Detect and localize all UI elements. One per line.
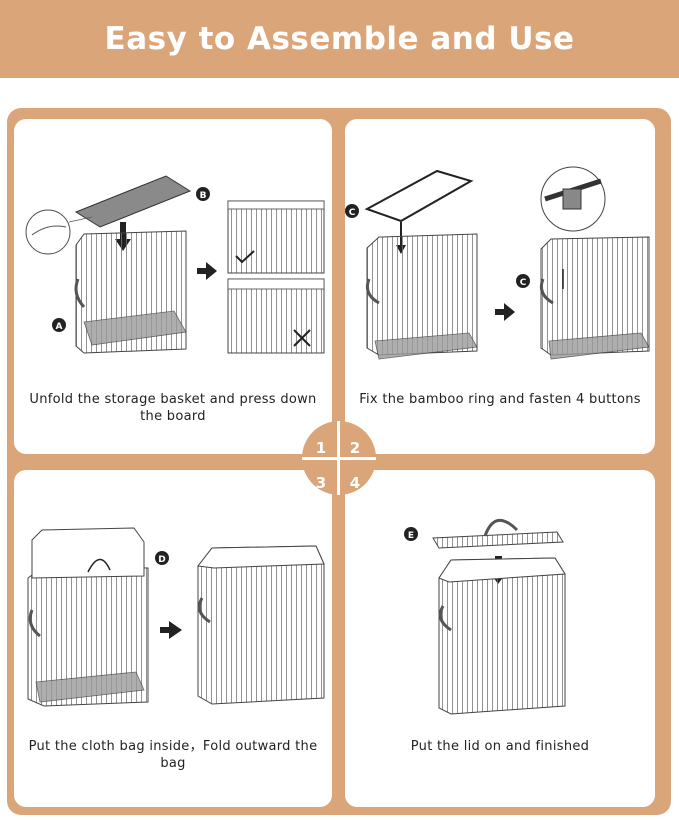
svg-text:A: A <box>56 322 63 332</box>
step-4-illustration: E <box>404 519 566 715</box>
header-banner: Easy to Assemble and Use <box>0 0 679 78</box>
label-badge-e: E <box>404 527 418 541</box>
step-3-panel: D Put the cloth bag inside，Fold outward … <box>14 470 332 807</box>
basket <box>74 230 187 354</box>
svg-text:C: C <box>520 278 527 288</box>
page-title: Easy to Assemble and Use <box>104 21 575 57</box>
svg-text:D: D <box>158 555 165 565</box>
basket-with-bag <box>27 527 149 707</box>
basket-finished <box>197 545 325 705</box>
label-badge-d: D <box>155 551 169 565</box>
label-badge-a: A <box>52 318 66 332</box>
badge-divider-vertical <box>337 421 340 495</box>
right-arrow-icon <box>197 262 217 280</box>
zoom-detail <box>25 209 71 255</box>
step-number-3: 3 <box>315 474 327 492</box>
step-2-panel: C C Fix the bamboo ring and fasten 4 but… <box>345 119 655 454</box>
basket-finished <box>438 557 566 715</box>
right-arrow-icon <box>160 621 182 639</box>
wrong-detail <box>227 278 325 354</box>
step-1-panel: B A Unfold the storage basket and press … <box>14 119 332 454</box>
fold-arrow-icon <box>87 558 111 573</box>
step-4-panel: E Put the lid on and finished <box>345 470 655 807</box>
lid-e <box>432 519 564 549</box>
basket-with-ring <box>539 236 650 360</box>
label-badge-b: B <box>196 187 210 201</box>
step-number-2: 2 <box>349 439 361 457</box>
step-1-caption: Unfold the storage basket and press down… <box>29 392 317 424</box>
step-4-caption: Put the lid on and finished <box>410 739 590 754</box>
step-3-caption: Put the cloth bag inside，Fold outward th… <box>28 739 318 771</box>
svg-text:E: E <box>408 531 414 541</box>
right-arrow-icon <box>495 303 515 321</box>
svg-text:C: C <box>349 208 356 218</box>
step-number-1: 1 <box>315 439 327 457</box>
step-2-caption: Fix the bamboo ring and fasten 4 buttons <box>359 392 641 407</box>
svg-text:B: B <box>200 191 207 201</box>
step-3-illustration: D <box>27 527 325 707</box>
bamboo-ring <box>364 169 474 223</box>
check-icon <box>235 250 255 264</box>
cross-icon <box>293 329 311 347</box>
label-badge-c2: C <box>516 274 530 288</box>
step-2-illustration: C C <box>345 166 650 360</box>
step-1-illustration: B A <box>25 175 325 354</box>
label-badge-c: C <box>345 204 359 218</box>
step-number-4: 4 <box>349 474 361 492</box>
board-b <box>74 175 192 228</box>
basket <box>365 233 478 360</box>
